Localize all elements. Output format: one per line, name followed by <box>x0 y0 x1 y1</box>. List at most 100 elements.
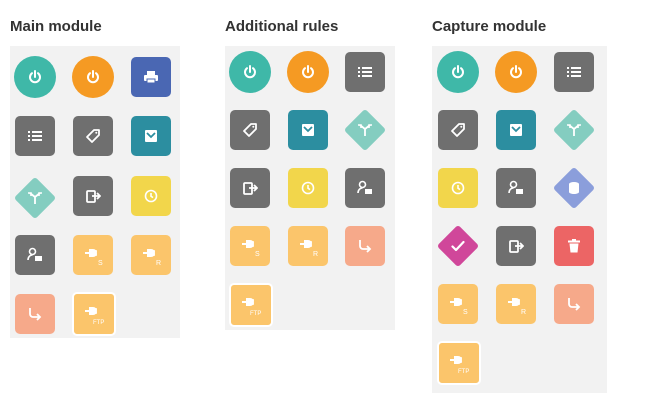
power-tile[interactable] <box>72 56 114 98</box>
user-card-icon <box>345 168 385 208</box>
plug-ftp-badge: FTP <box>93 320 104 326</box>
database-tile[interactable] <box>552 166 596 210</box>
power-icon <box>495 51 537 93</box>
route-icon <box>554 284 594 324</box>
main-module-panel: S R FTP <box>10 46 180 338</box>
clock-icon <box>288 168 328 208</box>
route-tile[interactable] <box>345 226 385 266</box>
plug-r-icon: R <box>131 235 171 275</box>
plug-s-tile[interactable]: S <box>73 235 113 275</box>
export-tile[interactable] <box>73 176 113 216</box>
user-card-icon <box>15 235 55 275</box>
plug-r-tile[interactable]: R <box>496 284 536 324</box>
plug-ftp-icon: FTP <box>74 294 114 334</box>
plug-s-icon: S <box>73 235 113 275</box>
tag-icon <box>230 110 270 150</box>
export-tile[interactable] <box>496 226 536 266</box>
trash-tile[interactable] <box>554 226 594 266</box>
plug-r-tile[interactable]: R <box>131 235 171 275</box>
power-icon <box>437 51 479 93</box>
main-module-title: Main module <box>10 18 102 35</box>
export-tile[interactable] <box>230 168 270 208</box>
plug-s-badge: S <box>98 260 103 267</box>
plug-ftp-badge: FTP <box>458 369 469 375</box>
plug-r-tile[interactable]: R <box>288 226 328 266</box>
power-icon <box>14 56 56 98</box>
power-tile[interactable] <box>495 51 537 93</box>
power-tile[interactable] <box>14 56 56 98</box>
user-card-tile[interactable] <box>15 235 55 275</box>
power-tile[interactable] <box>437 51 479 93</box>
capture-module-title: Capture module <box>432 18 547 35</box>
tag-icon <box>438 110 478 150</box>
clock-tile[interactable] <box>438 168 478 208</box>
split-arrows-icon <box>20 183 50 213</box>
plug-ftp-icon: FTP <box>231 285 271 325</box>
tag-icon <box>73 116 113 156</box>
list-tile[interactable] <box>15 116 55 156</box>
inbox-icon <box>496 110 536 150</box>
export-icon <box>496 226 536 266</box>
route-icon <box>15 294 55 334</box>
additional-rules-panel: S R FTP <box>225 46 395 330</box>
plug-s-badge: S <box>255 251 260 258</box>
plug-s-badge: S <box>463 309 468 316</box>
plug-s-icon: S <box>438 284 478 324</box>
plug-ftp-icon: FTP <box>439 343 479 383</box>
export-icon <box>73 176 113 216</box>
split-arrows-icon <box>350 115 380 145</box>
inbox-tile[interactable] <box>288 110 328 150</box>
tag-tile[interactable] <box>230 110 270 150</box>
export-icon <box>230 168 270 208</box>
route-tile[interactable] <box>554 284 594 324</box>
route-icon <box>345 226 385 266</box>
print-icon <box>131 57 171 97</box>
route-tile[interactable] <box>15 294 55 334</box>
plug-s-icon: S <box>230 226 270 266</box>
plug-ftp-tile[interactable]: FTP <box>72 292 116 336</box>
user-card-icon <box>496 168 536 208</box>
check-icon <box>443 231 473 261</box>
inbox-icon <box>288 110 328 150</box>
plug-r-icon: R <box>496 284 536 324</box>
plug-s-tile[interactable]: S <box>438 284 478 324</box>
list-tile[interactable] <box>345 52 385 92</box>
plug-s-tile[interactable]: S <box>230 226 270 266</box>
clock-tile[interactable] <box>288 168 328 208</box>
list-icon <box>554 52 594 92</box>
split-tile[interactable] <box>552 108 596 152</box>
check-tile[interactable] <box>436 224 480 268</box>
clock-icon <box>438 168 478 208</box>
plug-ftp-badge: FTP <box>250 311 261 317</box>
split-arrows-icon <box>559 115 589 145</box>
power-tile[interactable] <box>229 51 271 93</box>
plug-ftp-tile[interactable]: FTP <box>229 283 273 327</box>
plug-r-badge: R <box>156 260 161 267</box>
additional-rules-title: Additional rules <box>225 18 339 35</box>
split-tile[interactable] <box>343 108 387 152</box>
power-tile[interactable] <box>287 51 329 93</box>
list-tile[interactable] <box>554 52 594 92</box>
list-icon <box>345 52 385 92</box>
plug-r-badge: R <box>313 251 318 258</box>
user-card-tile[interactable] <box>345 168 385 208</box>
plug-r-badge: R <box>521 309 526 316</box>
inbox-tile[interactable] <box>131 116 171 156</box>
plug-ftp-tile[interactable]: FTP <box>437 341 481 385</box>
inbox-icon <box>131 116 171 156</box>
split-tile[interactable] <box>13 176 57 220</box>
power-icon <box>229 51 271 93</box>
power-icon <box>287 51 329 93</box>
tag-tile[interactable] <box>438 110 478 150</box>
capture-module-panel: S R FTP <box>432 46 607 393</box>
database-icon <box>559 173 589 203</box>
clock-icon <box>131 176 171 216</box>
print-tile[interactable] <box>131 57 171 97</box>
user-card-tile[interactable] <box>496 168 536 208</box>
inbox-tile[interactable] <box>496 110 536 150</box>
trash-icon <box>554 226 594 266</box>
tag-tile[interactable] <box>73 116 113 156</box>
clock-tile[interactable] <box>131 176 171 216</box>
power-icon <box>72 56 114 98</box>
plug-r-icon: R <box>288 226 328 266</box>
